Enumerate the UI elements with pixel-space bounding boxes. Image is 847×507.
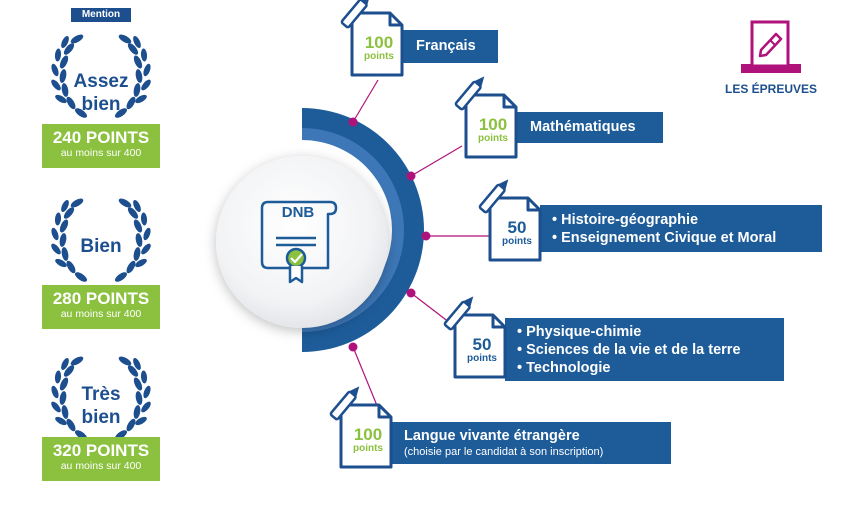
points-value: 100 bbox=[478, 115, 508, 134]
level-word: Assez bien bbox=[51, 70, 151, 116]
subject-points: 100 points bbox=[468, 115, 518, 144]
subject-list: • Physique-chimie • Sciences de la vie e… bbox=[507, 323, 784, 377]
level-word: Bien bbox=[51, 235, 151, 258]
subject-item: • Histoire-géographie bbox=[552, 212, 699, 228]
level-sub: au moins sur 400 bbox=[60, 308, 142, 320]
points-unit: points bbox=[364, 51, 394, 62]
subject-points: 100 points bbox=[354, 33, 404, 62]
banner-langue bbox=[392, 422, 671, 464]
subject-title: Mathématiques bbox=[530, 119, 636, 135]
center-label: DNB bbox=[281, 204, 315, 221]
epreuves-label: LES ÉPREUVES bbox=[724, 82, 818, 96]
points-unit: points bbox=[478, 133, 508, 144]
subject-item: • Physique-chimie bbox=[517, 324, 642, 340]
level-points: 320 POINTS bbox=[52, 441, 150, 460]
level-word-line: Très bbox=[81, 384, 121, 405]
points-value: 50 bbox=[507, 218, 527, 237]
subject-points: 50 points bbox=[457, 335, 507, 364]
subject-item: • Sciences de la vie et de la terre bbox=[517, 342, 741, 358]
points-unit: points bbox=[353, 443, 383, 454]
epreuves-pen-icon bbox=[741, 20, 801, 73]
level-word-line: Assez bbox=[73, 71, 129, 92]
level-ribbon: 320 POINTS au moins sur 400 bbox=[42, 437, 160, 481]
level-points: 280 POINTS bbox=[52, 289, 150, 308]
mention-label: Mention bbox=[71, 8, 131, 22]
banner-histoire bbox=[540, 205, 822, 252]
level-sub: au moins sur 400 bbox=[60, 460, 142, 472]
banner-francais bbox=[402, 30, 498, 63]
subject-list: • Histoire-géographie • Enseignement Civ… bbox=[542, 211, 822, 247]
banner-maths bbox=[516, 112, 663, 143]
subject-points: 50 points bbox=[492, 218, 542, 247]
points-value: 50 bbox=[472, 335, 492, 354]
subject-title: Langue vivante étrangère bbox=[404, 428, 580, 444]
points-unit: points bbox=[502, 236, 532, 247]
subject-points: 100 points bbox=[343, 425, 393, 454]
subject-note: (choisie par le candidat à son inscripti… bbox=[404, 446, 604, 458]
level-word: Très bien bbox=[51, 383, 151, 429]
subject-title: Français bbox=[416, 38, 476, 54]
points-value: 100 bbox=[364, 33, 394, 52]
banner-physique bbox=[505, 318, 784, 381]
points-unit: points bbox=[467, 353, 497, 364]
center-circle bbox=[216, 156, 388, 328]
diploma-icon bbox=[260, 200, 338, 284]
level-word-line: bien bbox=[81, 94, 121, 115]
level-word-line: bien bbox=[81, 407, 121, 428]
level-ribbon: 280 POINTS au moins sur 400 bbox=[42, 285, 160, 329]
level-points: 240 POINTS bbox=[52, 128, 150, 147]
subject-item: • Enseignement Civique et Moral bbox=[552, 230, 777, 246]
level-word-line: Bien bbox=[80, 236, 122, 257]
subject-list: Langue vivante étrangère (choisie par le… bbox=[394, 427, 671, 459]
level-ribbon: 240 POINTS au moins sur 400 bbox=[42, 124, 160, 168]
level-sub: au moins sur 400 bbox=[60, 147, 142, 159]
subject-item: • Technologie bbox=[517, 360, 611, 376]
points-value: 100 bbox=[353, 425, 383, 444]
connector-dots bbox=[348, 117, 431, 352]
